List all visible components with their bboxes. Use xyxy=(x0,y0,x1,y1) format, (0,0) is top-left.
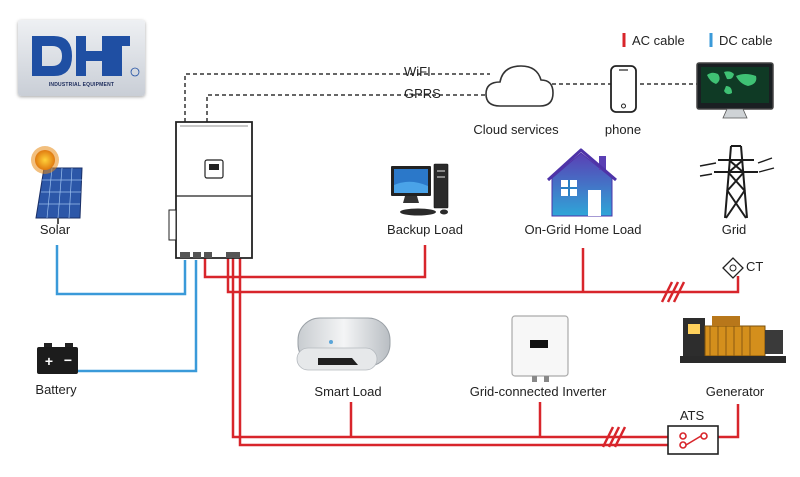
home-load-label: On-Grid Home Load xyxy=(524,222,642,237)
dc-cables xyxy=(55,245,198,373)
monitor-icon xyxy=(696,62,774,119)
legend xyxy=(622,33,713,47)
backup-load-label: Backup Load xyxy=(387,222,463,237)
grid-inverter-icon xyxy=(511,315,569,382)
house-icon xyxy=(546,148,617,217)
sun-icon xyxy=(31,146,59,174)
backup-ac-cable xyxy=(203,245,427,279)
generator-ac-cable xyxy=(718,404,740,439)
water-heater-icon xyxy=(296,317,391,371)
ats-ac-cable xyxy=(231,258,668,439)
solar-label: Solar xyxy=(39,222,71,237)
logo-icon: INDUSTRIAL EQUIPMENT xyxy=(18,20,145,96)
phone-label: phone xyxy=(604,122,642,137)
logo-subtitle: INDUSTRIAL EQUIPMENT xyxy=(48,82,115,88)
battery-dc-cable xyxy=(78,260,198,373)
grid-inverter-label: Grid-connected Inverter xyxy=(469,384,607,399)
svg-text:−: − xyxy=(64,352,72,368)
transmission-tower-icon xyxy=(699,145,775,219)
ats-label: ATS xyxy=(679,408,705,423)
grid-label: Grid xyxy=(721,222,747,237)
solar-dc-cable xyxy=(55,245,187,296)
battery-icon: + − xyxy=(37,343,78,374)
solar-panel-icon xyxy=(35,167,83,224)
ct-label: CT xyxy=(746,259,764,274)
grid-line-break xyxy=(660,281,686,303)
inverter-icon xyxy=(168,121,253,259)
ats-line-break xyxy=(601,426,627,448)
communication-lines xyxy=(184,73,698,122)
battery-label: Battery xyxy=(35,382,77,397)
wifi-label: WiFI xyxy=(404,64,431,79)
ats-ac-cable-2 xyxy=(238,258,668,447)
generator-icon xyxy=(680,316,786,363)
ac-legend-label: AC cable xyxy=(632,33,685,48)
cloud-label: Cloud services xyxy=(473,122,559,137)
generator-label: Generator xyxy=(705,384,765,399)
ct-clamp-icon xyxy=(722,257,744,279)
ac-cables xyxy=(203,245,740,448)
dc-legend-label: DC cable xyxy=(719,33,773,48)
smart-load-label: Smart Load xyxy=(314,384,382,399)
logo-mark xyxy=(32,36,140,77)
wifi-line xyxy=(184,73,490,122)
grid-ac-cable xyxy=(226,258,740,294)
gprs-label: GPRS xyxy=(404,86,441,101)
phone-icon xyxy=(610,65,637,113)
gprs-line xyxy=(206,94,488,122)
cloud-icon xyxy=(485,65,554,107)
ats-switch-icon xyxy=(667,425,719,455)
svg-text:+: + xyxy=(45,353,53,369)
computer-icon xyxy=(391,163,449,216)
